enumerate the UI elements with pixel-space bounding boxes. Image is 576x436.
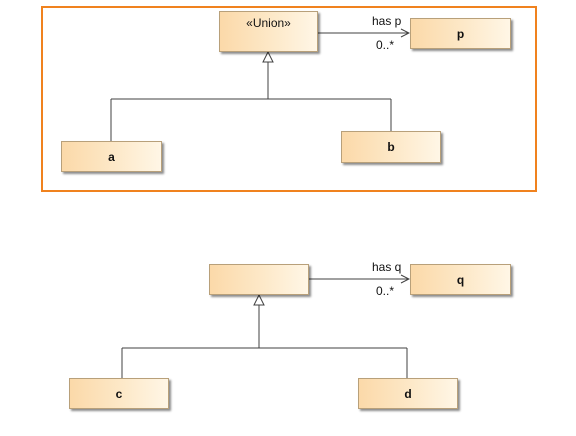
- union-class-box[interactable]: «Union»: [219, 11, 318, 52]
- class-name-p: p: [456, 26, 465, 41]
- union-stereotype-label: «Union»: [246, 16, 291, 30]
- class-name-a: a: [108, 149, 115, 164]
- highlight-frame: [41, 6, 537, 192]
- class-box-q[interactable]: q: [410, 264, 511, 295]
- generalization-triangle-bottom: [253, 293, 265, 306]
- superclass-box-unnamed[interactable]: [209, 264, 309, 295]
- class-box-p[interactable]: p: [410, 18, 511, 49]
- association-label-has-q: has q: [372, 260, 402, 274]
- class-box-c[interactable]: c: [69, 378, 169, 409]
- multiplicity-label-bottom: 0..*: [376, 284, 395, 298]
- class-name-d: d: [404, 386, 412, 401]
- class-box-b[interactable]: b: [341, 131, 441, 163]
- class-name-b: b: [387, 140, 395, 154]
- class-box-d[interactable]: d: [358, 378, 458, 409]
- class-name-q: q: [456, 272, 465, 287]
- multiplicity-label-top: 0..*: [376, 38, 395, 52]
- class-box-a[interactable]: a: [61, 141, 162, 172]
- generalization-triangle-top: [262, 50, 274, 63]
- association-label-has-p: has p: [372, 14, 402, 28]
- class-name-c: c: [115, 386, 123, 401]
